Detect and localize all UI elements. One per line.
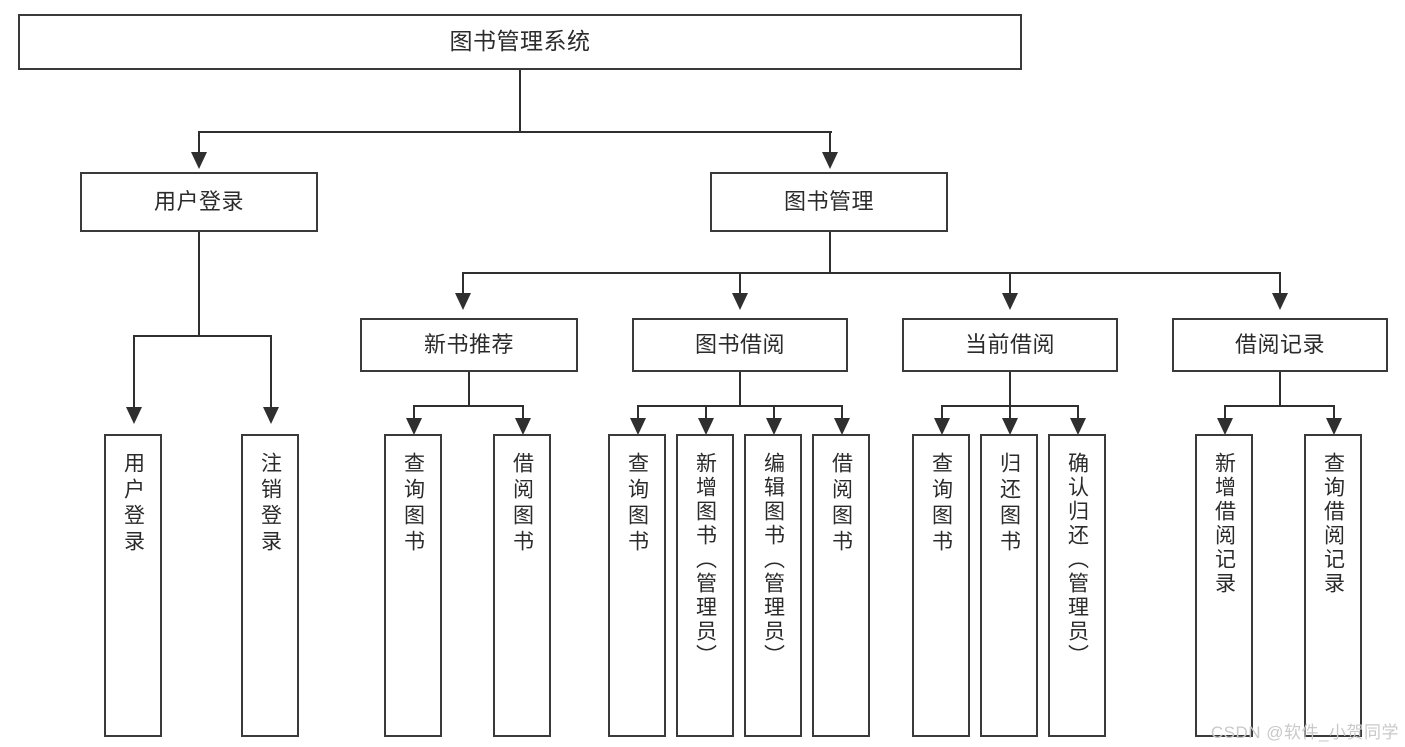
connector-root-bus xyxy=(198,131,832,133)
node-label: 新书推荐 xyxy=(423,332,514,358)
leaf-br-add-record[interactable]: 新增借阅记录 xyxy=(1195,434,1253,737)
arrow-to-leaf-logout xyxy=(263,407,279,424)
node-label: 借阅记录 xyxy=(1234,332,1325,358)
connector-drop-cb-query xyxy=(941,405,943,419)
leaf-cb-confirm-return[interactable]: 确认归还（管理员） xyxy=(1048,434,1106,737)
arrow-to-borrow-record xyxy=(1272,293,1288,310)
connector-drop-leaf-logout xyxy=(270,335,272,408)
arrow-to-cb-confirm-return xyxy=(1070,418,1086,435)
arrow-to-bb-query-book xyxy=(630,418,646,435)
node-label: 归还图书 xyxy=(997,452,1021,556)
node-label: 查询图书 xyxy=(929,452,953,556)
arrow-to-book-manage xyxy=(822,152,838,169)
arrow-to-new-book-recommend xyxy=(455,293,471,310)
connector-drop-borrow-record xyxy=(1279,272,1281,294)
connector-drop-bb-borrow xyxy=(841,405,843,419)
connector-drop-bb-edit xyxy=(773,405,775,419)
node-borrow-record[interactable]: 借阅记录 xyxy=(1172,318,1388,372)
node-root-system[interactable]: 图书管理系统 xyxy=(18,14,1022,70)
connector-drop-br-add xyxy=(1224,405,1226,419)
connector-drop-book-borrow xyxy=(739,272,741,294)
connector-drop-cb-return xyxy=(1009,405,1011,419)
connector-drop-bb-query xyxy=(637,405,639,419)
arrow-to-leaf-user-login xyxy=(126,407,142,424)
node-label: 图书借阅 xyxy=(694,332,785,358)
connector-new-book-bus xyxy=(413,405,523,407)
connector-book-borrow-bus xyxy=(637,405,843,407)
connector-user-login-stem xyxy=(198,232,200,336)
node-label: 图书管理 xyxy=(783,189,874,215)
arrow-to-nb-borrow-book xyxy=(515,418,531,435)
node-label: 新增图书（管理员） xyxy=(693,452,717,668)
node-book-manage[interactable]: 图书管理 xyxy=(710,172,948,232)
connector-book-manage-stem xyxy=(829,232,831,274)
leaf-cb-return-book[interactable]: 归还图书 xyxy=(980,434,1038,737)
arrow-to-current-borrow xyxy=(1002,293,1018,310)
node-user-login[interactable]: 用户登录 xyxy=(80,172,318,232)
arrow-to-cb-query-book xyxy=(934,418,950,435)
connector-drop-bb-add xyxy=(705,405,707,419)
node-label: 用户登录 xyxy=(153,189,244,215)
arrow-to-cb-return-book xyxy=(1002,418,1018,435)
node-label: 查询借阅记录 xyxy=(1321,452,1345,596)
connector-drop-cb-confirm xyxy=(1077,405,1079,419)
connector-drop-new-book xyxy=(462,272,464,294)
connector-drop-nb-query xyxy=(413,405,415,419)
connector-user-login-bus xyxy=(133,335,271,337)
node-label: 当前借阅 xyxy=(964,332,1055,358)
node-label: 新增借阅记录 xyxy=(1212,452,1236,596)
arrow-to-nb-query-book xyxy=(406,418,422,435)
csdn-watermark: CSDN @软件_小贺同学 xyxy=(1210,723,1399,742)
leaf-nb-borrow-book[interactable]: 借阅图书 xyxy=(493,434,551,737)
connector-new-book-stem xyxy=(468,372,470,406)
leaf-user-login[interactable]: 用户登录 xyxy=(104,434,162,737)
connector-drop-nb-borrow xyxy=(522,405,524,419)
arrow-to-bb-add-book xyxy=(698,418,714,435)
node-label: 确认归还（管理员） xyxy=(1065,452,1089,668)
leaf-bb-borrow-book[interactable]: 借阅图书 xyxy=(812,434,870,737)
node-label: 图书管理系统 xyxy=(449,28,591,55)
arrow-to-bb-borrow-book xyxy=(834,418,850,435)
node-label: 查询图书 xyxy=(625,452,649,556)
arrow-to-bb-edit-book xyxy=(766,418,782,435)
node-label: 用户登录 xyxy=(121,452,145,556)
arrow-to-br-query-record xyxy=(1326,418,1342,435)
node-label: 注销登录 xyxy=(258,452,282,556)
node-label: 借阅图书 xyxy=(829,452,853,556)
node-current-borrow[interactable]: 当前借阅 xyxy=(902,318,1118,372)
leaf-bb-edit-book[interactable]: 编辑图书（管理员） xyxy=(744,434,802,737)
leaf-br-query-record[interactable]: 查询借阅记录 xyxy=(1304,434,1362,737)
connector-drop-user-login xyxy=(198,131,200,153)
node-label: 借阅图书 xyxy=(510,452,534,556)
arrow-to-user-login xyxy=(191,152,207,169)
leaf-logout[interactable]: 注销登录 xyxy=(241,434,299,737)
leaf-bb-add-book[interactable]: 新增图书（管理员） xyxy=(676,434,734,737)
connector-borrow-record-bus xyxy=(1224,405,1334,407)
connector-drop-br-query xyxy=(1333,405,1335,419)
arrow-to-br-add-record xyxy=(1217,418,1233,435)
leaf-cb-query-book[interactable]: 查询图书 xyxy=(912,434,970,737)
connector-root-stem xyxy=(519,70,521,132)
connector-drop-leaf-user-login xyxy=(133,335,135,408)
leaf-nb-query-book[interactable]: 查询图书 xyxy=(384,434,442,737)
connector-drop-current-borrow xyxy=(1009,272,1011,294)
node-label: 编辑图书（管理员） xyxy=(761,452,785,668)
leaf-bb-query-book[interactable]: 查询图书 xyxy=(608,434,666,737)
connector-current-borrow-stem xyxy=(1009,372,1011,406)
connector-drop-book-manage xyxy=(829,131,831,153)
node-label: 查询图书 xyxy=(401,452,425,556)
node-new-book-recommend[interactable]: 新书推荐 xyxy=(360,318,578,372)
connector-book-borrow-stem xyxy=(739,372,741,406)
connector-borrow-record-stem xyxy=(1279,372,1281,406)
connector-book-manage-bus xyxy=(462,272,1279,274)
arrow-to-book-borrow xyxy=(732,293,748,310)
node-book-borrow[interactable]: 图书借阅 xyxy=(632,318,848,372)
